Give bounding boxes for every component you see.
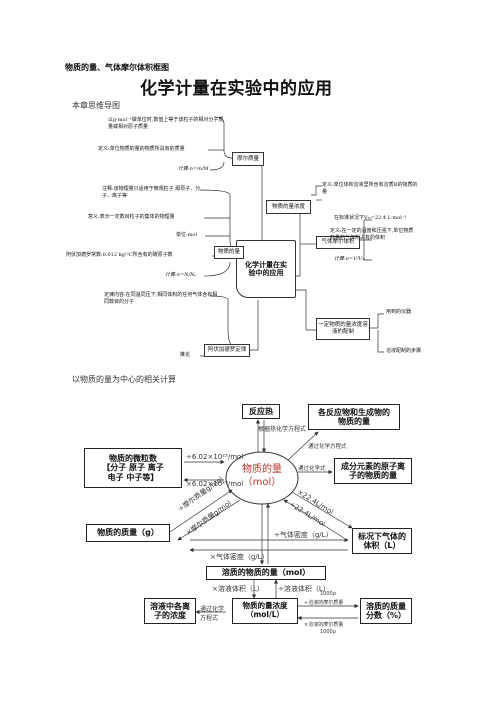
box-mass-fraction: 溶质的质量分数（%） bbox=[360, 598, 412, 624]
box-ion-concentration: 溶液中各离子的浓度 bbox=[144, 598, 196, 624]
note-instruments: 用到的仪器 bbox=[386, 309, 412, 315]
note-corollary: 推论 bbox=[180, 352, 191, 358]
label-conv-top: ÷溶液的摩尔质量 bbox=[304, 600, 344, 606]
center-amount-line2: （mol） bbox=[242, 477, 282, 488]
node-amount-concentration: 物质的量浓度 bbox=[266, 200, 311, 214]
label-mul-na: ×6.02×10²³/mol bbox=[186, 480, 244, 488]
label-div-volume: ÷溶液体积（L） bbox=[278, 585, 330, 593]
box-solute: 溶质的物质的量（mol） bbox=[206, 566, 326, 580]
note-conc-def: 定义:单位体积溶液里所含有溶质B的物质的量 bbox=[322, 182, 418, 195]
label-chemical-formula: 通过化学式 bbox=[298, 466, 326, 472]
label-via-formula: 通过化学方程式 bbox=[200, 606, 225, 622]
note-avogadro-law: 定律内容:在同温同压下,相同体积的任何气体含有相同数目的分子 bbox=[104, 292, 218, 305]
note-gmv-calc: 计算:n=V/Vₘ bbox=[334, 256, 366, 262]
box-reactants: 各反应物和生成物的物质的量 bbox=[308, 404, 400, 430]
particles-line2: 【分子 原子 离子 bbox=[102, 463, 164, 473]
label-div-density: ÷气体密度（g/L） bbox=[274, 531, 333, 539]
mindmap-center: 化学计量在实验中的应用 bbox=[236, 240, 296, 298]
label-thermo-equation: 根据热化学方程式 bbox=[258, 426, 307, 433]
center-amount: 物质的量 （mol） bbox=[228, 463, 296, 489]
label-mul-volume: ×溶液体积（L） bbox=[212, 585, 264, 593]
box-elements: 成分元素的原子离子的物质的量 bbox=[334, 458, 412, 484]
node-amount: 物质的量 bbox=[214, 246, 244, 259]
top-title: 物质的量、气体摩尔体积框图 bbox=[65, 63, 169, 72]
note-avogadro-constant: 阿伏加德罗常数:0.012 kg¹²C所含有的碳原子数 bbox=[66, 252, 173, 258]
note-molar-mass-def: 定义:单位物质的量的物质所具有的质量 bbox=[98, 146, 185, 152]
note-amount-meaning: 意义:表示一定数目粒子的集体的物理量 bbox=[88, 214, 175, 220]
center-amount-line1: 物质的量 bbox=[242, 464, 282, 475]
node-solution-prep: 一定物质的量浓度溶液的配制 bbox=[316, 318, 370, 340]
label-1000rho-top: 1000ρ bbox=[320, 591, 336, 597]
node-molar-mass: 摩尔质量 bbox=[232, 152, 264, 166]
label-chemical-equation: 通过化学方程式 bbox=[308, 444, 347, 450]
note-molar-mass-value: 以g·mol⁻¹做单位时,数值上等于该粒子的相对分子质量或相对原子质量 bbox=[108, 117, 224, 130]
box-mass: 物质的质量（g） bbox=[86, 524, 170, 542]
note-molar-mass-calc: 计算:n=m/M bbox=[178, 166, 209, 172]
section-title-mindmap: 本章思维导图 bbox=[72, 101, 120, 110]
note-amount-calc: 计算:n=N/Nₐ bbox=[165, 272, 197, 278]
particles-line3: 电子 中子等】 bbox=[107, 472, 159, 482]
node-gas-molar-volume: 气体摩尔体积 bbox=[316, 236, 360, 249]
section-title-calc: 以物质的量为中心的相关计算 bbox=[72, 375, 176, 384]
node-avogadro-law: 阿伏加德罗定律 bbox=[204, 344, 250, 357]
box-gas-volume: 标况下气体的体积（L） bbox=[352, 528, 412, 554]
particles-line1: 物质的微粒数 bbox=[109, 454, 157, 464]
label-conv-bottom: ×溶液的摩尔质量 bbox=[304, 622, 344, 628]
note-gmv-def: 定义:在一定的温度和压强下,单位物质的量的气体所占有的体积 bbox=[330, 228, 414, 241]
note-amount-unit: 单位:mol bbox=[176, 232, 198, 238]
box-particles: 物质的微粒数 【分子 原子 离子 电子 中子等】 bbox=[84, 448, 182, 488]
box-reaction-heat: 反应热 bbox=[242, 404, 280, 419]
label-div-na: ÷6.02×10²³/mol bbox=[186, 453, 244, 461]
label-1000rho-bottom: 1000ρ bbox=[320, 629, 336, 635]
note-steps: 溶液配制的步骤 bbox=[386, 348, 422, 354]
label-mul-density: ×气体密度（g/L） bbox=[210, 553, 269, 561]
note-stp: 在标准状况下Vₘ=22.4 L·mol⁻¹ bbox=[334, 215, 407, 221]
note-amount-scope: 注释:该物理量只适用于微观粒子,即原子、分子、离子等 bbox=[102, 186, 201, 199]
box-molarity: 物质的量浓度（mol/L） bbox=[232, 598, 298, 624]
page-title: 化学计量在实验中的应用 bbox=[140, 79, 333, 99]
